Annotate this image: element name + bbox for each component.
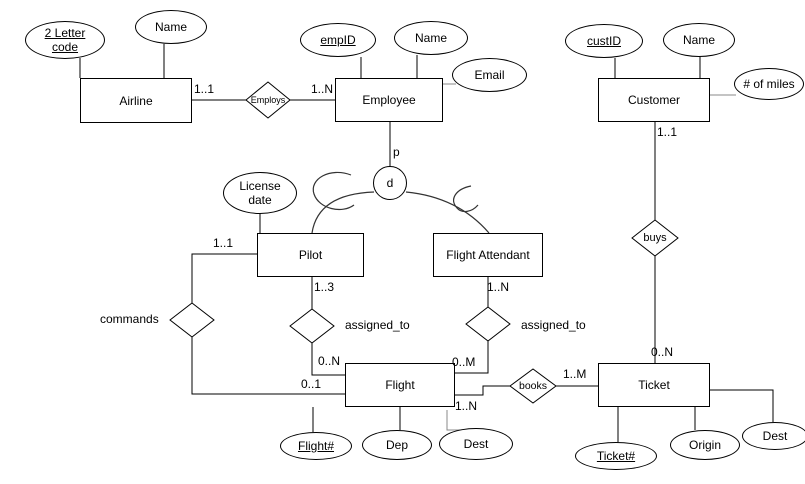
entity-customer[interactable]: Customer [598, 78, 710, 122]
cardinality-flight-assigned-fa: 0..M [452, 355, 476, 369]
cardinality-flight-commands: 0..1 [301, 377, 322, 391]
attribute-ticket-origin-label: Origin [688, 437, 721, 452]
buys-label: buys [643, 232, 667, 244]
attribute-ticket-origin[interactable]: Origin [670, 430, 740, 460]
assigned-to-fa-label: assigned_to [521, 318, 586, 332]
attribute-ticket-number[interactable]: Ticket# [575, 442, 657, 470]
commands-label: commands [100, 312, 159, 326]
attribute-emp-email[interactable]: Email [452, 58, 527, 92]
attribute-airline-code-line2: code [51, 40, 79, 54]
entity-flight-label: Flight [385, 378, 415, 392]
entity-flight-attendant[interactable]: Flight Attendant [433, 233, 543, 277]
assigned-to-pilot-label: assigned_to [345, 318, 410, 332]
isa-arcs [311, 171, 490, 234]
line-pilot-commands [191, 253, 257, 303]
cardinality-flight-assigned-pilot: 0..N [318, 354, 341, 368]
cardinality-employee-employs: 1..N [311, 82, 334, 96]
line-flight-dest [446, 410, 462, 431]
attribute-airline-name[interactable]: Name [135, 10, 207, 44]
line-ticket-dest [710, 389, 774, 422]
cardinality-pilot-assigned: 1..3 [314, 280, 335, 294]
line-commands-flight [191, 337, 345, 395]
attribute-pilot-license-line1: License [239, 178, 281, 193]
attribute-flight-dest[interactable]: Dest [439, 428, 513, 460]
attribute-airline-name-label: Name [154, 19, 187, 34]
attribute-flight-number-label: Flight# [297, 438, 335, 453]
employs-label: Employs [250, 95, 286, 105]
entity-employee[interactable]: Employee [335, 78, 443, 122]
assigned-to-fa-diamond[interactable] [465, 306, 511, 342]
isa-disjoint-label: d [386, 176, 394, 190]
attribute-empid[interactable]: empID [300, 23, 376, 57]
attribute-flight-dep-label: Dep [385, 437, 408, 452]
attribute-flight-number[interactable]: Flight# [280, 432, 352, 460]
isa-arc-flight-attendant [405, 191, 490, 234]
entity-customer-label: Customer [627, 93, 680, 107]
line-assigned-flight-right [455, 341, 489, 374]
attribute-emp-name-label: Name [414, 30, 447, 45]
attribute-custid[interactable]: custID [565, 24, 643, 58]
line-assigned-flight-left [311, 343, 345, 376]
entity-flight[interactable]: Flight [345, 363, 455, 407]
attribute-pilot-license-line2: date [248, 193, 272, 207]
attribute-flight-dest-label: Dest [463, 436, 489, 451]
cardinality-fa-assigned: 1..N [487, 280, 510, 294]
attribute-empid-label: empID [320, 32, 356, 47]
cardinality-ticket-books: 1..M [563, 367, 587, 381]
line-flight-books [455, 385, 510, 396]
entity-airline-label: Airline [119, 93, 153, 108]
entity-employee-label: Employee [362, 93, 416, 107]
books-label: books [518, 380, 548, 392]
buys-diamond[interactable] [631, 219, 679, 257]
attribute-pilot-license[interactable]: License date [223, 172, 297, 214]
entity-pilot[interactable]: Pilot [257, 233, 364, 277]
cardinality-flight-books: 1..N [455, 399, 478, 413]
commands-diamond[interactable] [169, 302, 215, 338]
attribute-cust-miles-label: # of miles [743, 76, 795, 91]
books-diamond[interactable] [509, 368, 557, 404]
cardinality-customer-buys: 1..1 [657, 125, 678, 139]
isa-disjoint-circle[interactable]: d [373, 166, 407, 200]
attribute-airline-code-line1: 2 Letter [44, 25, 86, 40]
attribute-flight-dep[interactable]: Dep [362, 430, 432, 460]
attribute-emp-name[interactable]: Name [394, 21, 468, 55]
entity-ticket[interactable]: Ticket [598, 363, 710, 407]
squiggle-left [312, 171, 355, 211]
entity-flight-attendant-label: Flight Attendant [446, 248, 530, 262]
cardinality-ticket-buys: 0..N [651, 345, 674, 359]
cardinality-airline-employs: 1..1 [194, 82, 215, 96]
entity-ticket-label: Ticket [638, 378, 670, 392]
attribute-custid-label: custID [586, 33, 621, 48]
isa-arc-pilot [311, 191, 375, 234]
attribute-airline-code[interactable]: 2 Letter code [25, 21, 105, 59]
employs-diamond[interactable] [245, 81, 291, 119]
attribute-cust-name[interactable]: Name [663, 23, 735, 57]
squiggle-right [453, 185, 479, 213]
attribute-cust-name-label: Name [682, 32, 715, 47]
entity-pilot-label: Pilot [298, 248, 323, 262]
attribute-ticket-number-label: Ticket# [596, 448, 636, 463]
isa-partial-label: p [393, 145, 400, 159]
entity-airline[interactable]: Airline [80, 78, 192, 123]
attribute-ticket-dest-label: Dest [762, 428, 788, 443]
attribute-ticket-dest[interactable]: Dest [742, 422, 805, 450]
cardinality-pilot-commands: 1..1 [213, 236, 234, 250]
attribute-cust-miles[interactable]: # of miles [734, 68, 804, 100]
attribute-emp-email-label: Email [474, 67, 505, 82]
connector-lines [79, 44, 774, 442]
relationship-diamonds [169, 81, 679, 404]
assigned-to-pilot-diamond[interactable] [289, 308, 335, 344]
